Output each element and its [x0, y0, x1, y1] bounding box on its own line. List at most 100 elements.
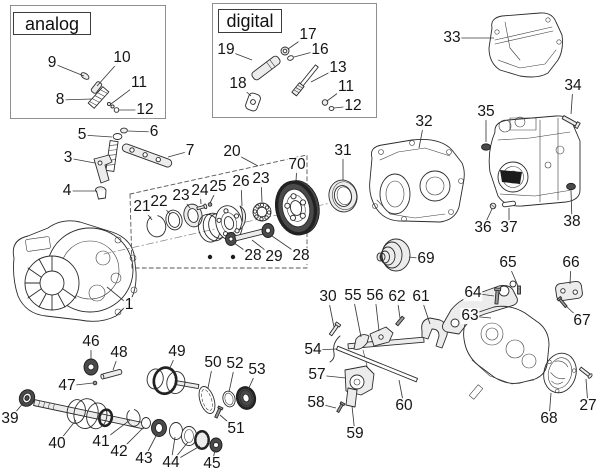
leader-line-62 — [396, 296, 401, 319]
digital-inset-title: digital — [218, 9, 282, 33]
leader-line-34 — [570, 85, 574, 115]
leader-line-16 — [293, 49, 321, 58]
analog-inset-box: analog — [10, 5, 166, 119]
leader-line-10 — [96, 57, 123, 87]
leader-line-25 — [209, 186, 219, 204]
digital-shift-linkage-parts — [244, 47, 333, 112]
assembly-axis-line — [104, 197, 357, 254]
part-34-bolt — [562, 114, 581, 128]
part-1-gearbox-housing — [13, 221, 137, 321]
leader-line-12 — [333, 105, 354, 109]
leader-line-11 — [110, 82, 140, 105]
selector-rod-7 — [121, 143, 173, 168]
part-60-selector-rail — [336, 346, 417, 382]
leader-line-32 — [418, 121, 425, 149]
leader-line-17 — [287, 34, 309, 50]
part-31-bearing — [326, 177, 360, 214]
leader-line-29 — [251, 239, 275, 258]
leader-line-23 — [260, 178, 263, 203]
digital-inset-box: digital — [212, 3, 377, 118]
differential-assembly-parts — [145, 202, 274, 260]
part-49-gear-cluster — [145, 364, 201, 401]
digital-title-text: digital — [226, 11, 274, 31]
shift-fork-mechanism — [328, 316, 447, 413]
leader-line-48 — [112, 352, 120, 371]
leader-line-28 — [233, 242, 254, 257]
leader-line-13 — [310, 67, 339, 83]
leader-line-23 — [180, 195, 191, 209]
leader-line-41 — [100, 419, 131, 443]
leader-line-28 — [271, 235, 302, 257]
part-35-plug — [482, 144, 491, 150]
leader-line-18 — [237, 83, 252, 97]
leader-line-36 — [482, 208, 493, 229]
part-70-ring-gear — [271, 177, 324, 239]
leader-line-40 — [56, 419, 77, 445]
leader-line-70 — [295, 164, 298, 182]
part-33-rear-housing — [489, 13, 563, 77]
analog-title-text: analog — [24, 13, 80, 34]
leader-line-47 — [66, 382, 94, 387]
leader-line-30 — [327, 296, 335, 328]
leader-line-49 — [168, 351, 178, 371]
leader-line-54 — [312, 348, 338, 351]
leader-line-59 — [351, 405, 356, 435]
leader-line-53 — [247, 369, 258, 391]
leader-line-65 — [507, 262, 519, 287]
leader-line-67 — [565, 305, 583, 322]
leader-line-8 — [59, 98, 93, 101]
leader-line-56 — [374, 295, 380, 332]
leader-line-27 — [585, 378, 589, 407]
part-32-clutch-housing — [370, 139, 465, 222]
leader-line-61 — [420, 296, 431, 325]
leader-line-66 — [569, 262, 572, 285]
leader-line-5 — [81, 134, 113, 138]
leader-line-24 — [199, 190, 202, 205]
leader-line-57 — [316, 374, 347, 379]
leader-line-60 — [398, 379, 405, 407]
leader-line-45 — [211, 449, 216, 465]
analog-shift-linkage-parts — [80, 71, 119, 112]
differential-carrier-flange — [212, 203, 246, 243]
leader-line-3 — [67, 157, 96, 164]
kit-bullet-dot — [207, 254, 213, 260]
leader-line-69 — [408, 256, 427, 260]
leader-line-21 — [141, 206, 153, 221]
leader-line-64 — [472, 292, 495, 297]
leader-line-22 — [158, 201, 171, 215]
leader-line-44 — [170, 445, 201, 464]
part-68-end-cover — [539, 350, 580, 397]
kit-bullet-dot — [230, 254, 236, 260]
input-shaft-and-gears — [17, 359, 259, 452]
leader-line-58 — [315, 402, 337, 409]
leader-line-19 — [225, 49, 253, 61]
leader-line-38 — [570, 190, 573, 223]
leader-line-1 — [106, 286, 130, 306]
analog-inset-title: analog — [13, 12, 91, 35]
leader-line-26 — [240, 181, 243, 207]
leader-line-43 — [143, 433, 158, 460]
leader-line-68 — [548, 392, 552, 420]
leader-line-11 — [326, 86, 347, 102]
assembled-gearbox — [489, 116, 580, 206]
leader-line-42 — [118, 426, 145, 453]
leader-line-55 — [352, 295, 362, 338]
leader-line-20 — [231, 151, 259, 167]
leader-line-50 — [207, 362, 214, 389]
part-37-clip — [502, 201, 515, 207]
leader-line-51 — [219, 414, 237, 430]
gear-selector-lever-parts — [94, 128, 173, 199]
final-drive-unit-and-mount — [443, 281, 593, 400]
leader-line-9 — [51, 62, 85, 77]
part-38-nut — [567, 183, 576, 189]
leader-line-52 — [228, 363, 236, 393]
part-36-screw — [490, 203, 496, 209]
leader-line-7 — [167, 150, 191, 158]
leader-line-39 — [9, 401, 25, 420]
leader-line-63 — [469, 315, 492, 319]
leader-line-6 — [127, 130, 155, 133]
part-69-cone-pulley — [377, 239, 410, 271]
